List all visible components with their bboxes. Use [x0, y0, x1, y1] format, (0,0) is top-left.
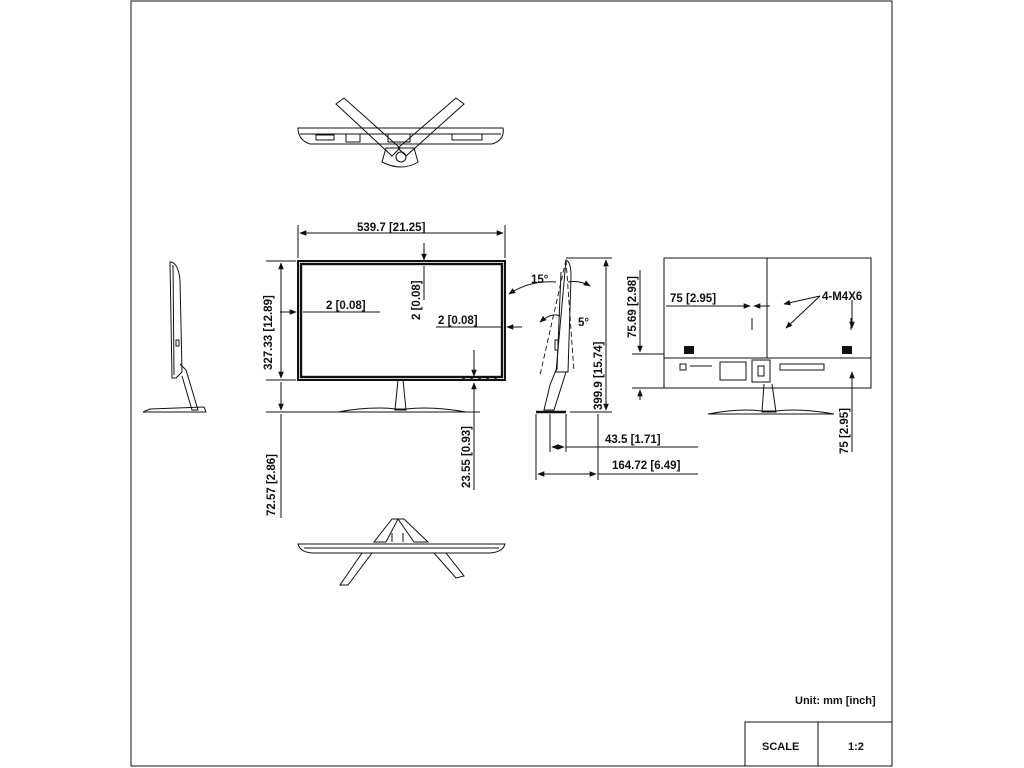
dim-tilt-back: 15° [531, 274, 549, 286]
dim-overall-width: 539.7 [21.25] [357, 222, 426, 234]
dim-depth-total: 164.72 [6.49] [612, 460, 681, 472]
dim-bottom-bezel: 23.55 [0.93] [461, 426, 473, 488]
title-block: SCALE 1:2 [744, 721, 893, 767]
drawing-border [130, 0, 893, 767]
top-view [297, 97, 504, 168]
dim-tilt-forward: 5° [578, 317, 589, 329]
bottom-view [297, 518, 506, 586]
dim-top-bezel: 2 [0.08] [411, 280, 423, 320]
dim-left-bezel: 2 [0.08] [326, 300, 366, 312]
front-view [297, 260, 506, 413]
dim-right-bezel: 2 [0.08] [438, 315, 478, 327]
dim-vesa-horizontal: 75 [2.95] [670, 293, 716, 305]
scale-label: SCALE [762, 741, 799, 753]
dim-vesa-screws: 4-M4X6 [822, 291, 862, 303]
scale-value: 1:2 [848, 741, 864, 753]
dim-vesa-vertical: 75 [2.95] [839, 408, 851, 454]
rear-view [663, 257, 872, 415]
dim-overall-height: 399.9 [15.74] [593, 341, 605, 410]
dim-panel-height: 327.33 [12.89] [263, 295, 275, 370]
unit-note: Unit: mm [inch] [795, 695, 876, 707]
dim-depth-panel: 43.5 [1.71] [605, 434, 661, 446]
right-side-view [508, 259, 591, 414]
dim-stand-gap: 72.57 [2.86] [266, 454, 278, 516]
left-side-view [142, 261, 207, 413]
dim-vesa-height: 75.69 [2.98] [627, 276, 639, 338]
